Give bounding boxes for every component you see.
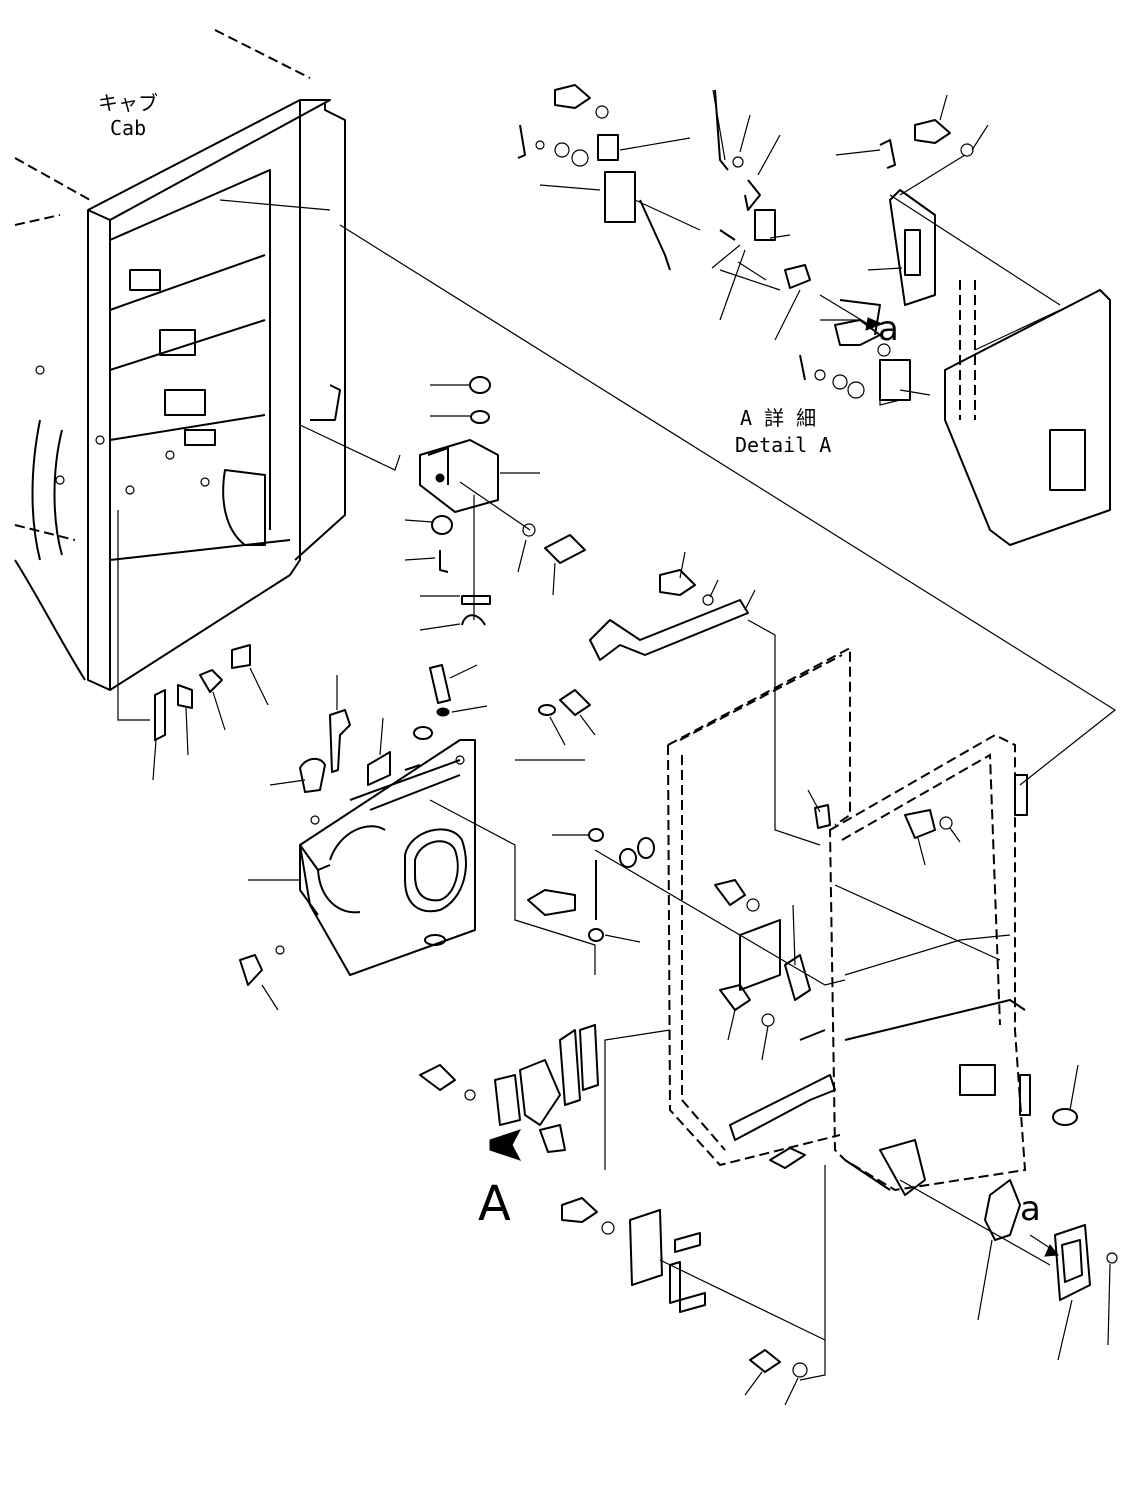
cab-frame (14, 29, 346, 691)
alignment-lines (117, 199, 1117, 1381)
inner-panel-leaders (152, 664, 596, 1011)
center-leaders (552, 551, 756, 943)
handle-assembly (984, 1179, 1118, 1301)
reference-a-lower: a (1020, 1189, 1041, 1229)
detail-a-label-en: Detail A (735, 433, 831, 457)
inner-door-panel (299, 739, 476, 976)
striker-assembly (561, 1147, 808, 1378)
detail-a-lock-assembly (517, 84, 1111, 546)
door-leaders (727, 789, 1079, 1111)
view-a-label: A (478, 1176, 511, 1232)
cab-label-en: Cab (110, 116, 146, 140)
door-lock-assembly (419, 1024, 599, 1161)
reference-a-upper: a (878, 309, 899, 349)
detail-a-label-jp: A 詳 細 (740, 406, 816, 430)
door-stay-components (527, 569, 749, 942)
hinge-bracket-assembly (419, 376, 586, 626)
door-glass-panel (814, 733, 1078, 1196)
door-hinges (714, 809, 953, 1141)
cab-label-jp: キャブ (98, 91, 158, 115)
detail-a-leader-lines (712, 89, 989, 406)
door-outer-frame (667, 646, 851, 1167)
hinge-bracket-leaders (404, 384, 556, 631)
inner-panel-fasteners (154, 644, 591, 986)
bottom-leaders (744, 1239, 1111, 1406)
